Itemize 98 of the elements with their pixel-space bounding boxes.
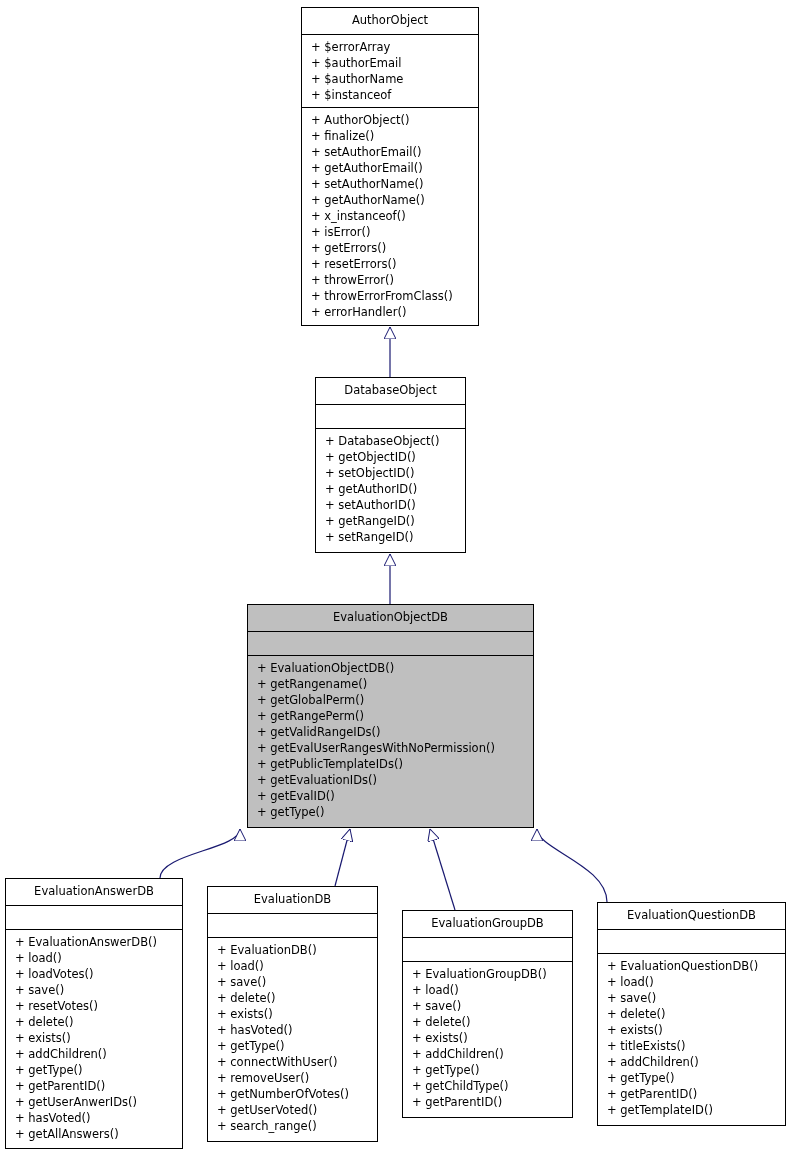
class-member: + EvaluationObjectDB(): [257, 660, 396, 676]
class-member: + getTemplateID(): [607, 1102, 714, 1118]
class-member: + delete(): [15, 1014, 75, 1030]
inheritance-arrow: [383, 553, 397, 605]
class-member: + isError(): [311, 224, 372, 240]
class-member: + getEvalID(): [257, 788, 336, 804]
class-name: EvaluationObjectDB: [332, 609, 449, 627]
class-member: + exists(): [217, 1006, 274, 1022]
class-member: + connectWithUser(): [217, 1054, 339, 1070]
class-member: + $authorName: [311, 71, 405, 87]
class-member: + throwError(): [311, 272, 395, 288]
class-member: + getUserVoted(): [217, 1102, 319, 1118]
class-member: + delete(): [607, 1006, 667, 1022]
inheritance-arrow: [427, 828, 456, 911]
class-member: + getObjectID(): [325, 449, 417, 465]
inheritance-arrow: [159, 828, 243, 879]
class-box: [301, 7, 479, 326]
class-member: + getRangePerm(): [257, 708, 365, 724]
class-member: + delete(): [412, 1014, 472, 1030]
class-member: + $errorArray: [311, 39, 392, 55]
class-member: + setObjectID(): [325, 465, 416, 481]
class-member: + EvaluationQuestionDB(): [607, 958, 760, 974]
class-box: [402, 910, 573, 1118]
class-member: + addChildren(): [412, 1046, 505, 1062]
class-member: + getGlobalPerm(): [257, 692, 366, 708]
class-member: + save(): [412, 998, 463, 1014]
class-member: + finalize(): [311, 128, 376, 144]
class-member: + exists(): [412, 1030, 469, 1046]
class-box: [5, 878, 183, 1149]
class-member: + getParentID(): [607, 1086, 699, 1102]
class-member: + setAuthorID(): [325, 497, 417, 513]
class-member: + load(): [607, 974, 655, 990]
class-name: EvaluationAnswerDB: [33, 883, 155, 901]
class-member: + setRangeID(): [325, 529, 415, 545]
class-member: + getType(): [257, 804, 326, 820]
class-member: + exists(): [607, 1022, 664, 1038]
class-name: AuthorObject: [350, 12, 430, 30]
class-box: [315, 377, 466, 553]
class-member: + getType(): [217, 1038, 286, 1054]
class-member: + getType(): [412, 1062, 481, 1078]
class-member: + search_range(): [217, 1118, 318, 1134]
class-member: + getEvalUserRangesWithNoPermission(): [257, 740, 496, 756]
class-member: + throwErrorFromClass(): [311, 288, 454, 304]
class-member: + hasVoted(): [217, 1022, 294, 1038]
class-member: + save(): [607, 990, 658, 1006]
class-member: + getRangeID(): [325, 513, 416, 529]
class-name: EvaluationDB: [252, 891, 333, 909]
class-name: DatabaseObject: [343, 382, 438, 400]
class-member: + addChildren(): [607, 1054, 700, 1070]
inheritance-arrow: [533, 828, 608, 903]
class-member: + save(): [15, 982, 66, 998]
class-member: + resetVotes(): [15, 998, 99, 1014]
class-member: + getAllAnswers(): [15, 1126, 120, 1142]
class-member: + removeUser(): [217, 1070, 311, 1086]
inheritance-arrow: [334, 828, 354, 887]
class-member: + setAuthorName(): [311, 176, 425, 192]
class-member: + getPublicTemplateIDs(): [257, 756, 404, 772]
class-member: + save(): [217, 974, 268, 990]
inheritance-arrow: [383, 326, 397, 378]
class-member: + getChildType(): [412, 1078, 510, 1094]
class-member: + EvaluationGroupDB(): [412, 966, 548, 982]
class-member: + exists(): [15, 1030, 72, 1046]
class-member: + getValidRangeIDs(): [257, 724, 382, 740]
class-member: + getAuthorEmail(): [311, 160, 424, 176]
class-box: [207, 886, 378, 1142]
class-member: + getRangename(): [257, 676, 369, 692]
class-member: + getAuthorName(): [311, 192, 426, 208]
class-member: + getNumberOfVotes(): [217, 1086, 351, 1102]
class-member: + DatabaseObject(): [325, 433, 441, 449]
class-member: + x_instanceof(): [311, 208, 407, 224]
class-name: EvaluationQuestionDB: [626, 907, 757, 925]
class-member: + errorHandler(): [311, 304, 408, 320]
class-member: + $authorEmail: [311, 55, 403, 71]
class-member: + titleExists(): [607, 1038, 687, 1054]
class-member: + load(): [217, 958, 265, 974]
class-member: + getEvaluationIDs(): [257, 772, 379, 788]
class-member: + delete(): [217, 990, 277, 1006]
class-member: + hasVoted(): [15, 1110, 92, 1126]
class-member: + loadVotes(): [15, 966, 95, 982]
class-member: + getAuthorID(): [325, 481, 419, 497]
class-member: + addChildren(): [15, 1046, 108, 1062]
class-member: + getParentID(): [412, 1094, 504, 1110]
class-member: + getErrors(): [311, 240, 388, 256]
class-member: + load(): [15, 950, 63, 966]
class-member: + EvaluationDB(): [217, 942, 318, 958]
class-member: + EvaluationAnswerDB(): [15, 934, 159, 950]
class-member: + getType(): [607, 1070, 676, 1086]
class-member: + $instanceof: [311, 87, 393, 103]
class-name: EvaluationGroupDB: [430, 915, 545, 933]
class-member: + getUserAnwerIDs(): [15, 1094, 138, 1110]
class-member: + resetErrors(): [311, 256, 398, 272]
class-box: [247, 604, 534, 828]
class-box: [597, 902, 786, 1126]
class-member: + getType(): [15, 1062, 84, 1078]
class-member: + load(): [412, 982, 460, 998]
class-member: + getParentID(): [15, 1078, 107, 1094]
class-member: + setAuthorEmail(): [311, 144, 423, 160]
class-member: + AuthorObject(): [311, 112, 411, 128]
